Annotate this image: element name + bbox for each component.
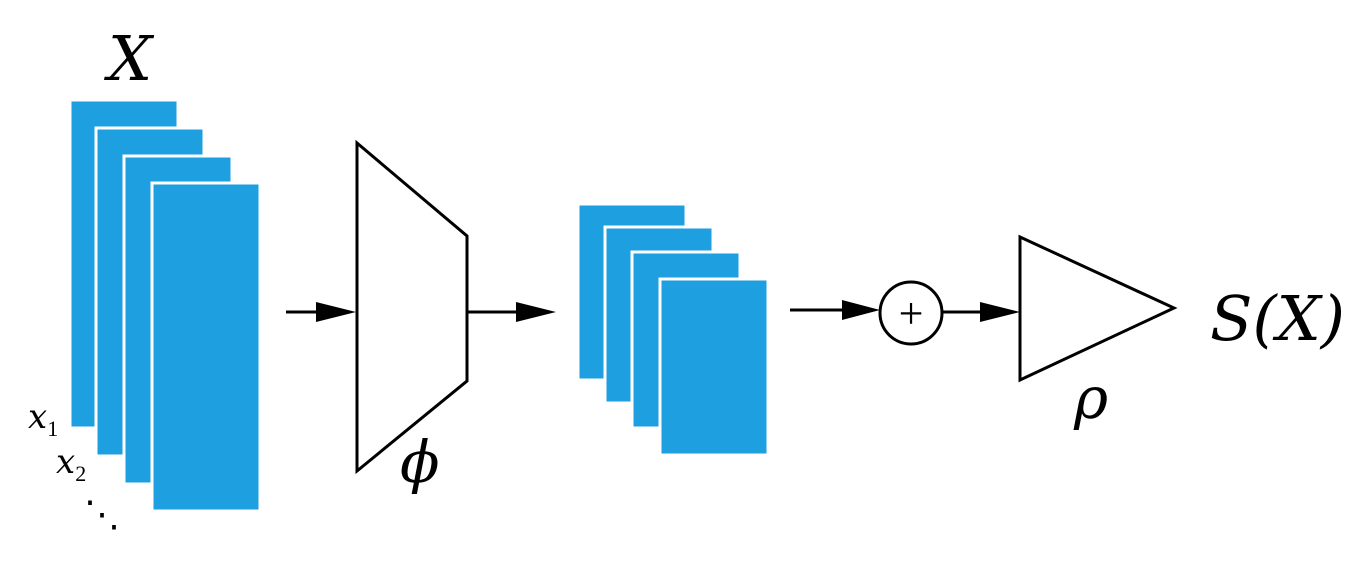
element-label-x1-symbol: x	[28, 397, 47, 437]
arrow-input-to-encoder	[286, 302, 356, 322]
decoder-rho-block	[1018, 234, 1178, 383]
encoder-phi-block	[355, 139, 469, 475]
output-label: S(X)	[1210, 282, 1345, 355]
arrow-embeddings-to-sum	[790, 300, 880, 320]
arrow-right-icon	[980, 302, 1020, 322]
arrow-sum-to-decoder	[942, 302, 1020, 322]
element-label-x1: x1	[28, 397, 58, 441]
encoder-label: ϕ	[400, 428, 440, 496]
arrow-encoder-to-embeddings	[467, 302, 556, 322]
decoder-label: ρ	[1073, 364, 1108, 432]
sum-symbol: +	[899, 289, 924, 338]
input-card-4	[150, 181, 262, 513]
embedding-stack	[576, 202, 770, 457]
input-set-label: X	[104, 22, 155, 95]
arrow-right-icon	[316, 302, 356, 322]
element-label-x2: x2	[56, 442, 86, 486]
element-label-x2-index: 2	[75, 461, 86, 486]
arrow-right-icon	[516, 302, 556, 322]
element-label-x2-symbol: x	[56, 442, 75, 482]
arrow-right-icon	[842, 300, 880, 320]
embedding-card-4	[658, 277, 770, 457]
input-set-stack	[68, 98, 262, 513]
element-ellipsis: ⋱	[84, 494, 120, 534]
sum-aggregator: +	[878, 280, 944, 346]
element-label-x1-index: 1	[47, 416, 58, 441]
